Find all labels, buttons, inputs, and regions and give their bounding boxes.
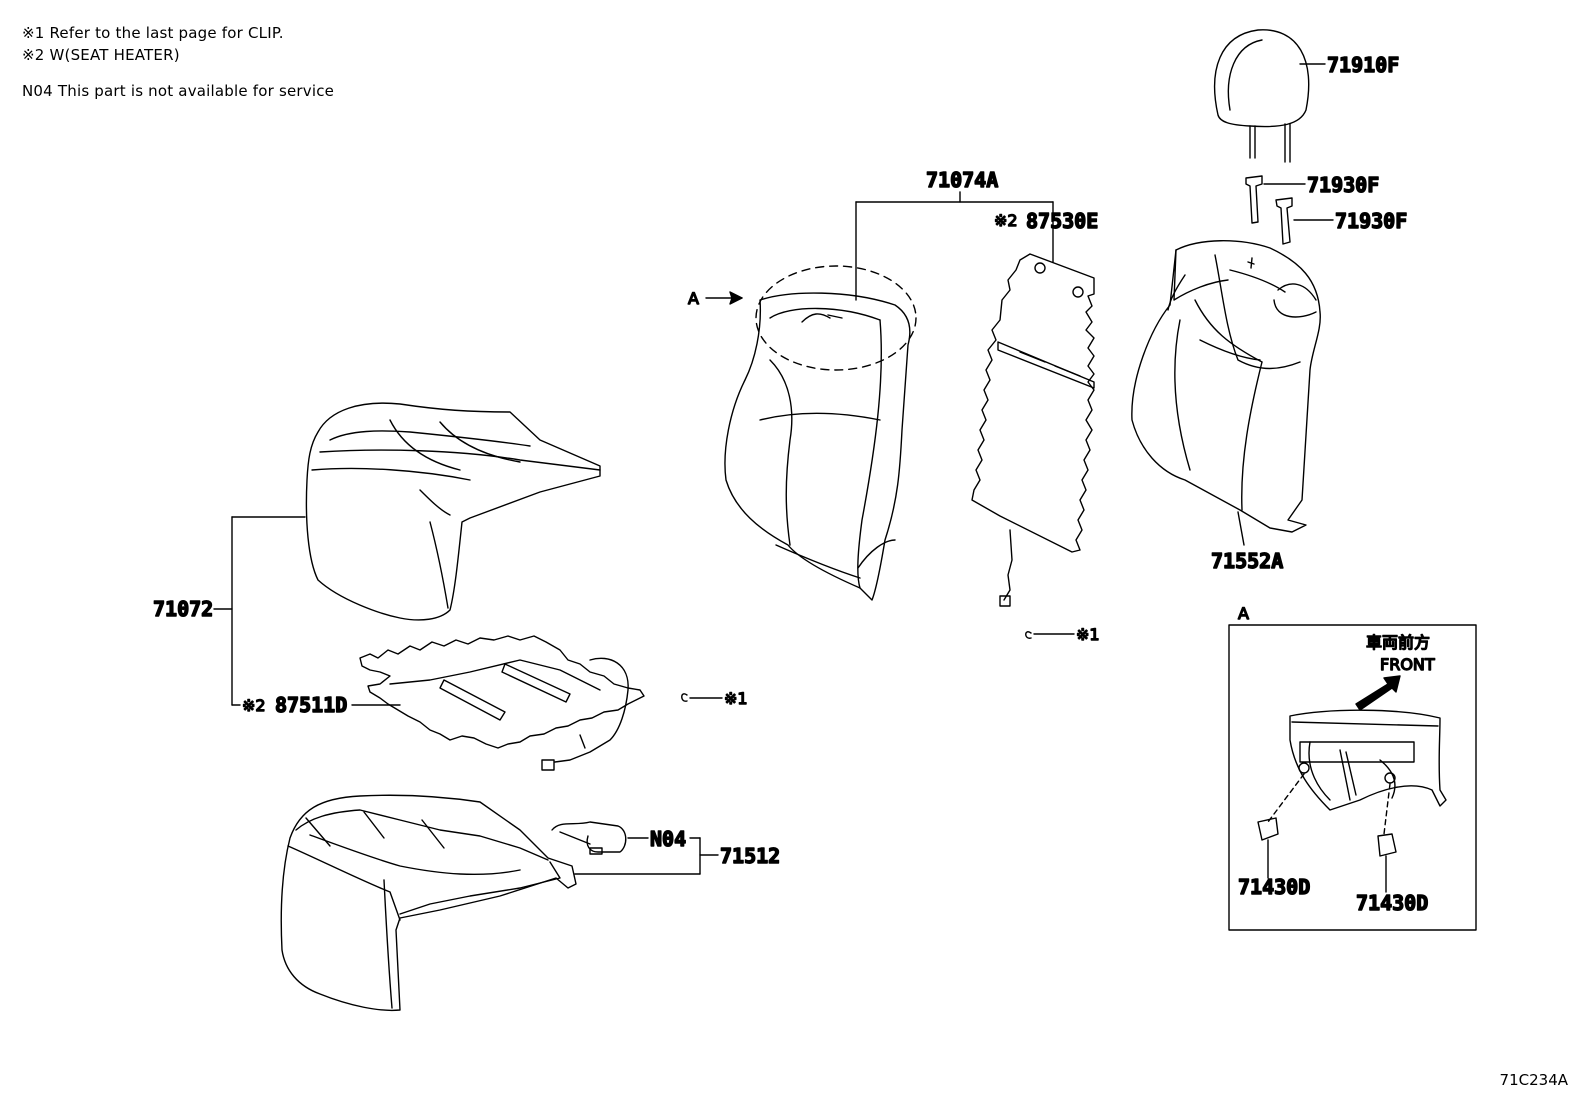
- detail-clip-2-drawing[interactable]: [1377, 783, 1397, 893]
- label-cushion-assy[interactable]: 71072: [152, 596, 214, 621]
- detail-direction-jp: 車両前方: [1366, 633, 1430, 652]
- mark-back-heater: ※2: [994, 211, 1018, 230]
- note-not-available: N04 This part is not available for servi…: [22, 82, 335, 100]
- note-clip: ※1 Refer to the last page for CLIP.: [22, 24, 284, 42]
- label-back-assy[interactable]: 71074A: [925, 167, 999, 192]
- detail-seatback-drawing: [1289, 709, 1447, 811]
- detail-direction-en: FRONT: [1380, 655, 1435, 674]
- cushion-cover-drawing[interactable]: [305, 402, 601, 621]
- front-arrow-icon: [1355, 675, 1401, 711]
- label-detail-clip-2[interactable]: 71430D: [1355, 890, 1429, 915]
- headrest-guide-1[interactable]: [1245, 175, 1263, 224]
- figure-id: 71C234A: [1499, 1071, 1568, 1089]
- label-headrest[interactable]: 71910F: [1326, 52, 1400, 77]
- headrest-guide-2[interactable]: [1275, 197, 1293, 245]
- label-clip-ref-2[interactable]: ※1: [723, 688, 748, 708]
- detail-box-title: A: [1238, 604, 1249, 623]
- cushion-pad-drawing[interactable]: [280, 794, 577, 1012]
- seatback-pad-drawing[interactable]: [1131, 240, 1321, 533]
- detail-clip-1-drawing[interactable]: [1257, 773, 1305, 879]
- clip-icon-1: [1025, 631, 1032, 639]
- label-back-pad[interactable]: 71552A: [1210, 548, 1284, 573]
- seatback-heater-drawing[interactable]: [971, 253, 1095, 607]
- label-cushion-heater[interactable]: 87511D: [274, 692, 348, 717]
- n04-harness-drawing[interactable]: [551, 821, 627, 855]
- label-detail-clip-1[interactable]: 71430D: [1237, 874, 1311, 899]
- seatback-cover-drawing[interactable]: [724, 292, 911, 601]
- label-detail-ref[interactable]: A: [687, 288, 699, 308]
- label-back-heater[interactable]: 87530E: [1025, 208, 1099, 233]
- arrow-a-head: [729, 291, 743, 305]
- label-guide-1[interactable]: 71930F: [1306, 172, 1380, 197]
- mark-cushion-heater: ※2: [242, 696, 266, 715]
- label-guide-2[interactable]: 71930F: [1334, 208, 1408, 233]
- cushion-heater-drawing[interactable]: [359, 635, 645, 771]
- label-n04[interactable]: N04: [649, 826, 687, 851]
- label-clip-ref-1[interactable]: ※1: [1075, 624, 1100, 644]
- detail-a-circle[interactable]: [755, 265, 917, 371]
- headrest-drawing[interactable]: [1213, 29, 1310, 163]
- label-cushion-pad[interactable]: 71512: [719, 843, 781, 868]
- detail-a-box: [1228, 624, 1477, 931]
- clip-icon-2: [681, 693, 688, 702]
- note-seat-heater: ※2 W(SEAT HEATER): [22, 46, 180, 64]
- leader-back-pad: [1237, 511, 1245, 546]
